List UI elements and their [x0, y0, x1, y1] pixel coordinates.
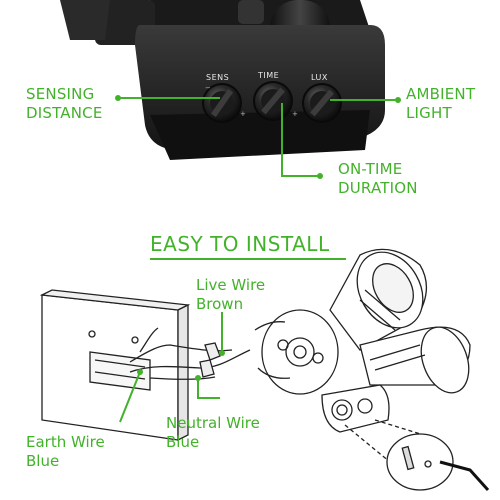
knob-label-time: TIME [258, 71, 280, 80]
earth-wire-line1: Earth Wire [26, 433, 105, 451]
install-title-underline [150, 258, 346, 260]
neutral-wire-label: Neutral Wire Blue [166, 414, 260, 452]
callout-sensing-line2: DISTANCE [26, 104, 103, 122]
svg-text:+: + [292, 110, 298, 118]
sens-knob [202, 83, 242, 123]
neutral-wire-line1: Neutral Wire [166, 414, 260, 432]
installation-diagram [39, 248, 490, 492]
time-knob [253, 81, 293, 121]
svg-text:+: + [240, 110, 246, 118]
svg-text:−: − [205, 84, 211, 92]
knob-label-sens: SENS [206, 73, 230, 82]
callout-on-time-duration: ON-TIME DURATION [338, 160, 418, 198]
callout-ambient-light: AMBIENT LIGHT [406, 85, 475, 123]
install-title: EASY TO INSTALL [150, 232, 330, 256]
lux-knob [302, 83, 342, 123]
neutral-wire-line2: Blue [166, 433, 200, 451]
knob-label-lux: LUX [311, 73, 328, 82]
live-wire-line2: Brown [196, 295, 244, 313]
live-wire-label: Live Wire Brown [196, 276, 265, 314]
earth-wire-line2: Blue [26, 452, 60, 470]
earth-wire-label: Earth Wire Blue [26, 433, 105, 471]
callout-ambient-line1: AMBIENT [406, 85, 476, 103]
callout-ontime-line2: DURATION [338, 179, 418, 197]
callout-sensing-distance: SENSING DISTANCE [26, 85, 103, 123]
callout-ontime-line1: ON-TIME [338, 160, 403, 178]
callout-ambient-line2: LIGHT [406, 104, 452, 122]
live-wire-line1: Live Wire [196, 276, 266, 294]
callout-sensing-line1: SENSING [26, 85, 95, 103]
